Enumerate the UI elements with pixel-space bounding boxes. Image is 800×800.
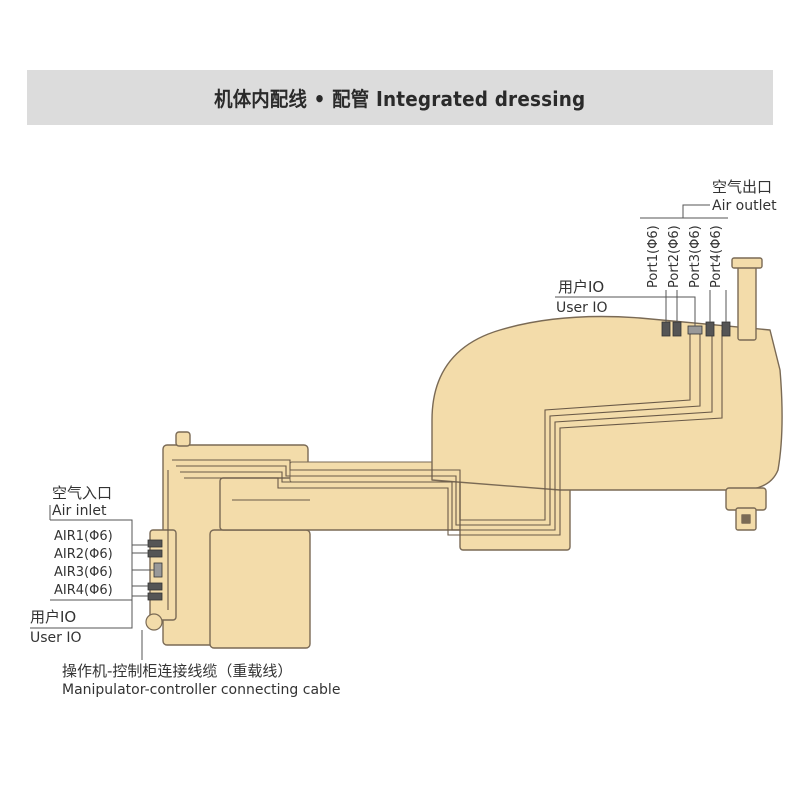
air-inlet-cn: 空气入口 [52, 484, 112, 502]
user-io-bottom-label: 用户IO User IO [30, 608, 82, 646]
cable-label: 操作机-控制柜连接线缆（重载线） Manipulator-controller … [62, 662, 340, 698]
title-banner: 机体内配线 • 配管 Integrated dressing [27, 70, 773, 125]
air-outlet-en: Air outlet [712, 198, 777, 214]
air-outlet-port-labels: Port1(Φ6) Port2(Φ6) Port3(Φ6) Port4(Φ6) [646, 225, 724, 288]
port-label: Port1(Φ6) [646, 225, 661, 288]
cable-gland [145, 613, 163, 631]
air-inlet-fittings [147, 539, 163, 601]
user-io-bottom-cn: 用户IO [30, 608, 76, 626]
user-io-top-en: User IO [556, 300, 608, 316]
user-io-connector-bottom [153, 562, 163, 578]
page-title: 机体内配线 • 配管 Integrated dressing [214, 87, 586, 111]
cable-cn: 操作机-控制柜连接线缆（重载线） [62, 662, 292, 680]
callout-lines [30, 204, 728, 660]
user-io-connector-top [687, 325, 703, 335]
air-inlet-label: 空气入口 Air inlet [52, 484, 112, 519]
air-inlet-port-labels: AIR1(Φ6) AIR2(Φ6) AIR3(Φ6) AIR4(Φ6) [54, 529, 113, 598]
port-label: Port4(Φ6) [709, 225, 724, 288]
air-port-label: AIR3(Φ6) [54, 565, 113, 580]
user-io-bottom-en: User IO [30, 630, 82, 646]
user-io-top-cn: 用户IO [558, 278, 604, 296]
air-port-label: AIR2(Φ6) [54, 547, 113, 562]
cable-en: Manipulator-controller connecting cable [62, 682, 340, 698]
scara-robot-body [149, 257, 783, 649]
air-port-label: AIR1(Φ6) [54, 529, 113, 544]
port-label: Port2(Φ6) [667, 225, 682, 288]
air-port-label: AIR4(Φ6) [54, 583, 113, 598]
robot-head [431, 315, 783, 491]
user-io-top-label: 用户IO User IO [556, 278, 608, 316]
air-outlet-cn: 空气出口 [712, 178, 772, 196]
internal-cable-routing [167, 330, 723, 610]
air-outlet-label: 空气出口 Air outlet [712, 178, 777, 214]
tool-flange [725, 487, 767, 511]
ball-screw-shaft [737, 259, 757, 341]
port-label: Port3(Φ6) [688, 225, 703, 288]
air-inlet-en: Air inlet [52, 503, 107, 519]
